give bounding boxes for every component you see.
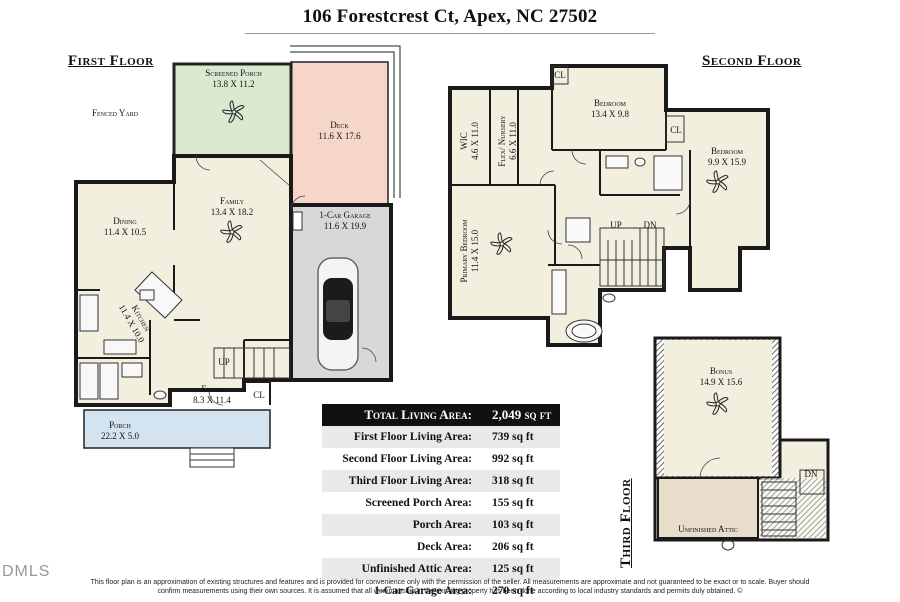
third-floor-plan (653, 336, 830, 551)
first-floor-plan (74, 45, 401, 468)
summary-label: Unfinished Attic Area: (361, 563, 472, 575)
summary-value: 992 sq ft (492, 453, 534, 465)
summary-value: 318 sq ft (492, 475, 534, 487)
summary-label: Porch Area: (412, 519, 472, 531)
front-steps (189, 447, 235, 468)
summary-label: First Floor Living Area: (353, 431, 472, 443)
car-icon (317, 257, 359, 371)
table-row: 1-Car Garage Area: 270 sq ft (322, 580, 560, 602)
table-row: Unfinished Attic Area: 125 sq ft (322, 558, 560, 580)
table-row: Deck Area: 206 sq ft (322, 536, 560, 558)
stairs-down-label-third: DN (804, 469, 818, 479)
closet-label-second-b: CL (670, 125, 682, 135)
summary-label: 1-Car Garage Area: (374, 585, 472, 597)
second-floor-plan (448, 64, 770, 347)
mls-watermark: DMLS (2, 563, 51, 580)
total-living-area-row: Total Living Area: 2,049 sq ft (322, 404, 560, 426)
address-title: 106 Forestcrest Ct, Apex, NC 27502 (302, 6, 598, 27)
closet-label-second-a: CL (554, 70, 566, 80)
summary-value: 206 sq ft (492, 541, 534, 553)
disclaimer-text: This floor plan is an approximation of e… (90, 579, 810, 595)
summary-label: Third Floor Living Area: (348, 475, 472, 487)
deck-area (290, 61, 389, 205)
summary-value: 739 sq ft (492, 431, 534, 443)
area-summary-table: Total Living Area: 2,049 sq ft First Flo… (322, 404, 560, 602)
first-floor-title: First Floor (68, 53, 154, 69)
title-divider (245, 33, 655, 34)
second-floor-title: Second Floor (702, 53, 802, 69)
summary-value: 155 sq ft (492, 497, 534, 509)
unfinished-attic-label: Unfinished Attic (678, 524, 738, 534)
porch-area (83, 409, 271, 449)
closet-label-first: CL (253, 390, 265, 400)
table-row: First Floor Living Area: 739 sq ft (322, 426, 560, 448)
summary-label: Total Living Area: (364, 407, 472, 422)
table-row: Third Floor Living Area: 318 sq ft (322, 470, 560, 492)
table-row: Porch Area: 103 sq ft (322, 514, 560, 536)
stairs-up-label-first: UP (218, 357, 230, 367)
fenced-yard-label: Fenced Yard (91, 108, 139, 118)
summary-label: Deck Area: (416, 541, 472, 553)
summary-value: 2,049 sq ft (492, 407, 552, 422)
table-row: Screened Porch Area: 155 sq ft (322, 492, 560, 514)
summary-label: Second Floor Living Area: (342, 453, 472, 465)
summary-value: 103 sq ft (492, 519, 534, 531)
stairs-up-label-second: UP (610, 220, 622, 230)
unfinished-attic-area (657, 477, 759, 539)
summary-value: 270 sq ft (492, 585, 534, 597)
summary-value: 125 sq ft (492, 563, 534, 575)
summary-label: Screened Porch Area: (365, 497, 472, 509)
table-row: Second Floor Living Area: 992 sq ft (322, 448, 560, 470)
stairs-down-label-second: DN (643, 220, 657, 230)
second-floor-living (448, 64, 770, 347)
